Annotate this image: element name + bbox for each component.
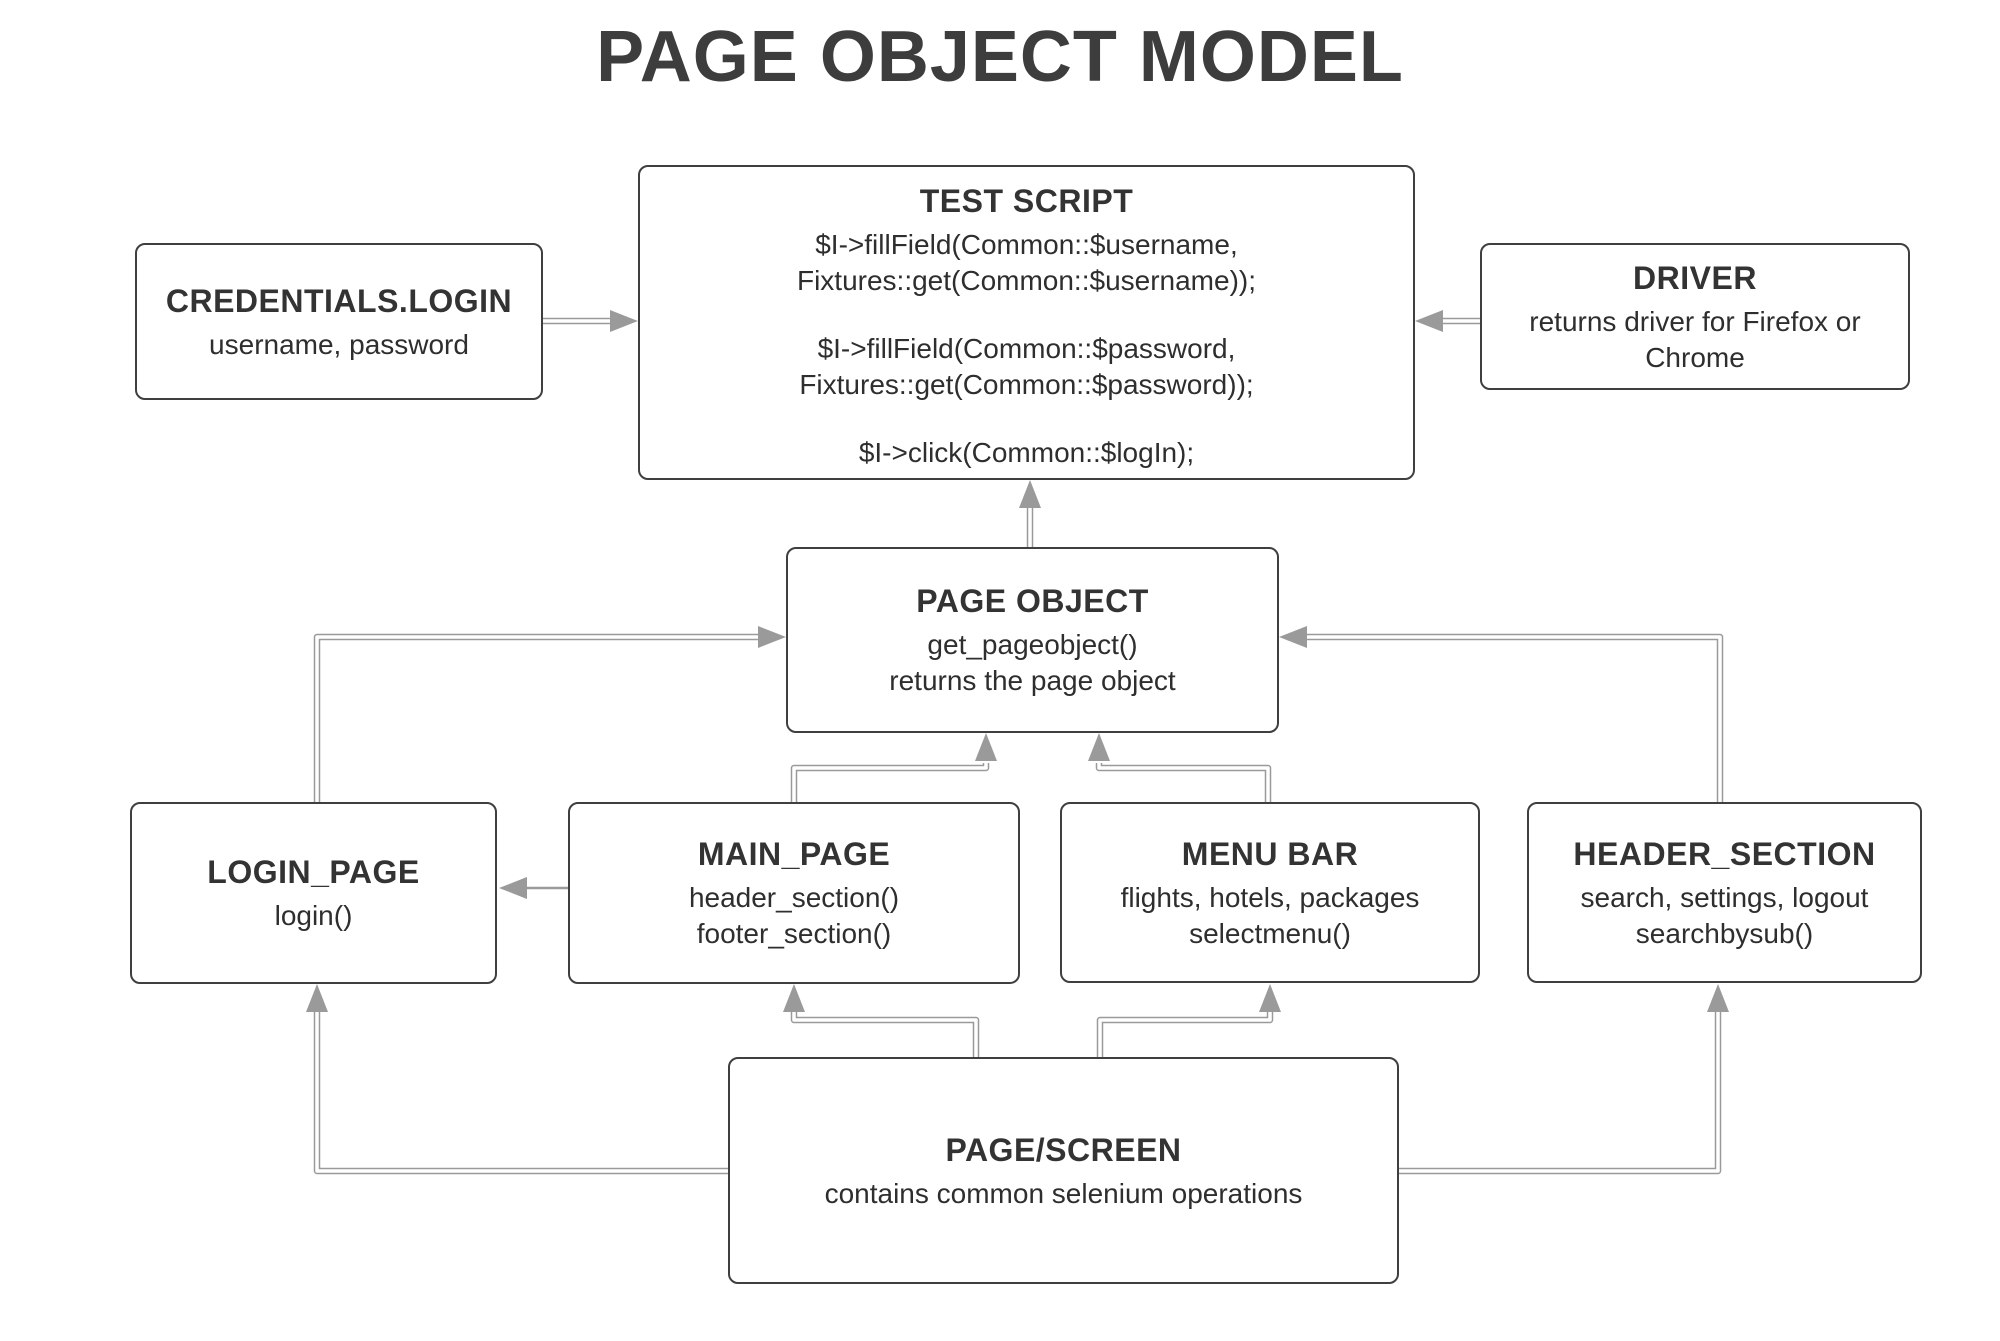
node-text: header_section() [688, 882, 900, 913]
node-text: footer_section() [696, 918, 892, 949]
node-text: get_pageobject() [927, 629, 1138, 660]
node-title: CREDENTIALS.LOGIN [165, 282, 513, 319]
arrow-main-page-to-page-object [790, 733, 997, 805]
node-title: TEST SCRIPT [919, 183, 1134, 219]
node-text: contains common selenium operations [824, 1177, 1303, 1209]
code-line: $I->fillField(Common::$password, [817, 333, 1236, 364]
node-text: search, settings, logout [1580, 881, 1869, 913]
node-text: returns the page object [889, 665, 1176, 696]
node-text: flights, hotels, packages [1120, 881, 1420, 913]
diagram-title: PAGE OBJECT MODEL [596, 17, 1404, 97]
node-title: HEADER_SECTION [1573, 835, 1876, 872]
arrow-driver-to-test-script [1415, 310, 1483, 332]
node-driver: DRIVER returns driver for Firefox or Chr… [1480, 243, 1910, 390]
node-text: returns driver for Firefox or Chrome [1529, 305, 1861, 373]
arrow-page-screen-to-header-section [1396, 984, 1729, 1175]
node-login-page: LOGIN_PAGE login() [130, 802, 497, 984]
node-title: MENU BAR [1181, 835, 1359, 872]
node-main-page: MAIN_PAGE header_section() footer_sectio… [568, 802, 1020, 984]
node-title: PAGE OBJECT [916, 583, 1149, 619]
code-line: $I->fillField(Common::$username, [815, 229, 1238, 260]
code-line: $I->click(Common::$logIn); [858, 437, 1195, 468]
arrow-page-screen-to-login-page [306, 984, 731, 1175]
code-block: $I->fillField(Common::$password, Fixture… [799, 331, 1253, 403]
node-text: searchbysub() [1635, 917, 1814, 949]
node-credentials-login: CREDENTIALS.LOGIN username, password [135, 243, 543, 400]
code-block: $I->fillField(Common::$username, Fixture… [797, 227, 1256, 299]
arrow-login-page-to-page-object [313, 626, 786, 805]
arrow-page-screen-to-menu-bar [1096, 984, 1281, 1060]
code-line: Fixtures::get(Common::$password)); [799, 369, 1254, 400]
node-test-script: TEST SCRIPT $I->fillField(Common::$usern… [638, 165, 1415, 480]
node-text: selectmenu() [1189, 917, 1351, 949]
node-title: MAIN_PAGE [697, 836, 891, 872]
node-page-screen: PAGE/SCREEN contains common selenium ope… [728, 1057, 1399, 1284]
arrow-menu-bar-to-page-object [1088, 733, 1272, 805]
code-block: $I->click(Common::$logIn); [859, 435, 1194, 471]
node-header-section: HEADER_SECTION search, settings, logout … [1527, 802, 1922, 983]
arrow-page-object-to-test-script [1019, 480, 1041, 550]
arrow-main-page-to-login-page [499, 877, 571, 899]
arrow-credentials-login-to-test-script [540, 310, 638, 332]
arrow-header-section-to-page-object [1279, 626, 1724, 805]
node-title: LOGIN_PAGE [207, 854, 420, 890]
node-menu-bar: MENU BAR flights, hotels, packages selec… [1060, 802, 1480, 983]
code-line: Fixtures::get(Common::$username)); [796, 265, 1257, 296]
node-page-object: PAGE OBJECT get_pageobject() returns the… [786, 547, 1279, 733]
node-text: username, password [209, 328, 469, 360]
node-title: PAGE/SCREEN [945, 1131, 1182, 1168]
node-text: login() [274, 900, 353, 931]
arrow-page-screen-to-main-page [783, 984, 980, 1060]
node-title: DRIVER [1633, 259, 1757, 296]
